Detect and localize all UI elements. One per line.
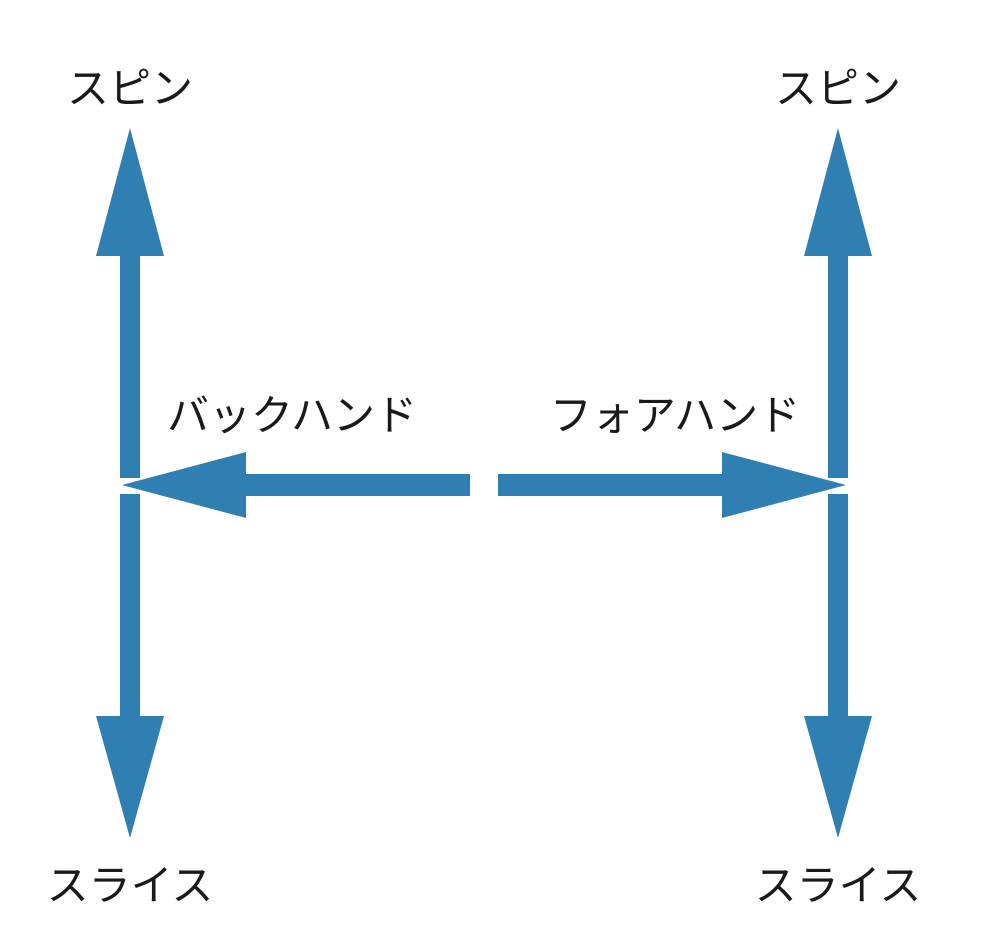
right-bottom-label: スライス [755,861,922,910]
left-bottom-label: スライス [47,861,214,910]
right-up-arrow [804,128,872,478]
backhand-arrow [122,452,470,518]
left-down-arrow [96,494,164,838]
left-top-label: スピン [67,64,193,113]
right-axis [804,128,872,838]
right-down-arrow [804,494,872,838]
right-top-label: スピン [775,64,901,113]
forehand-label: フォアハンド [550,391,800,440]
left-up-arrow [96,128,164,478]
left-axis [96,128,164,838]
backhand-label: バックハンド [167,391,417,440]
forehand-arrow [498,452,846,518]
